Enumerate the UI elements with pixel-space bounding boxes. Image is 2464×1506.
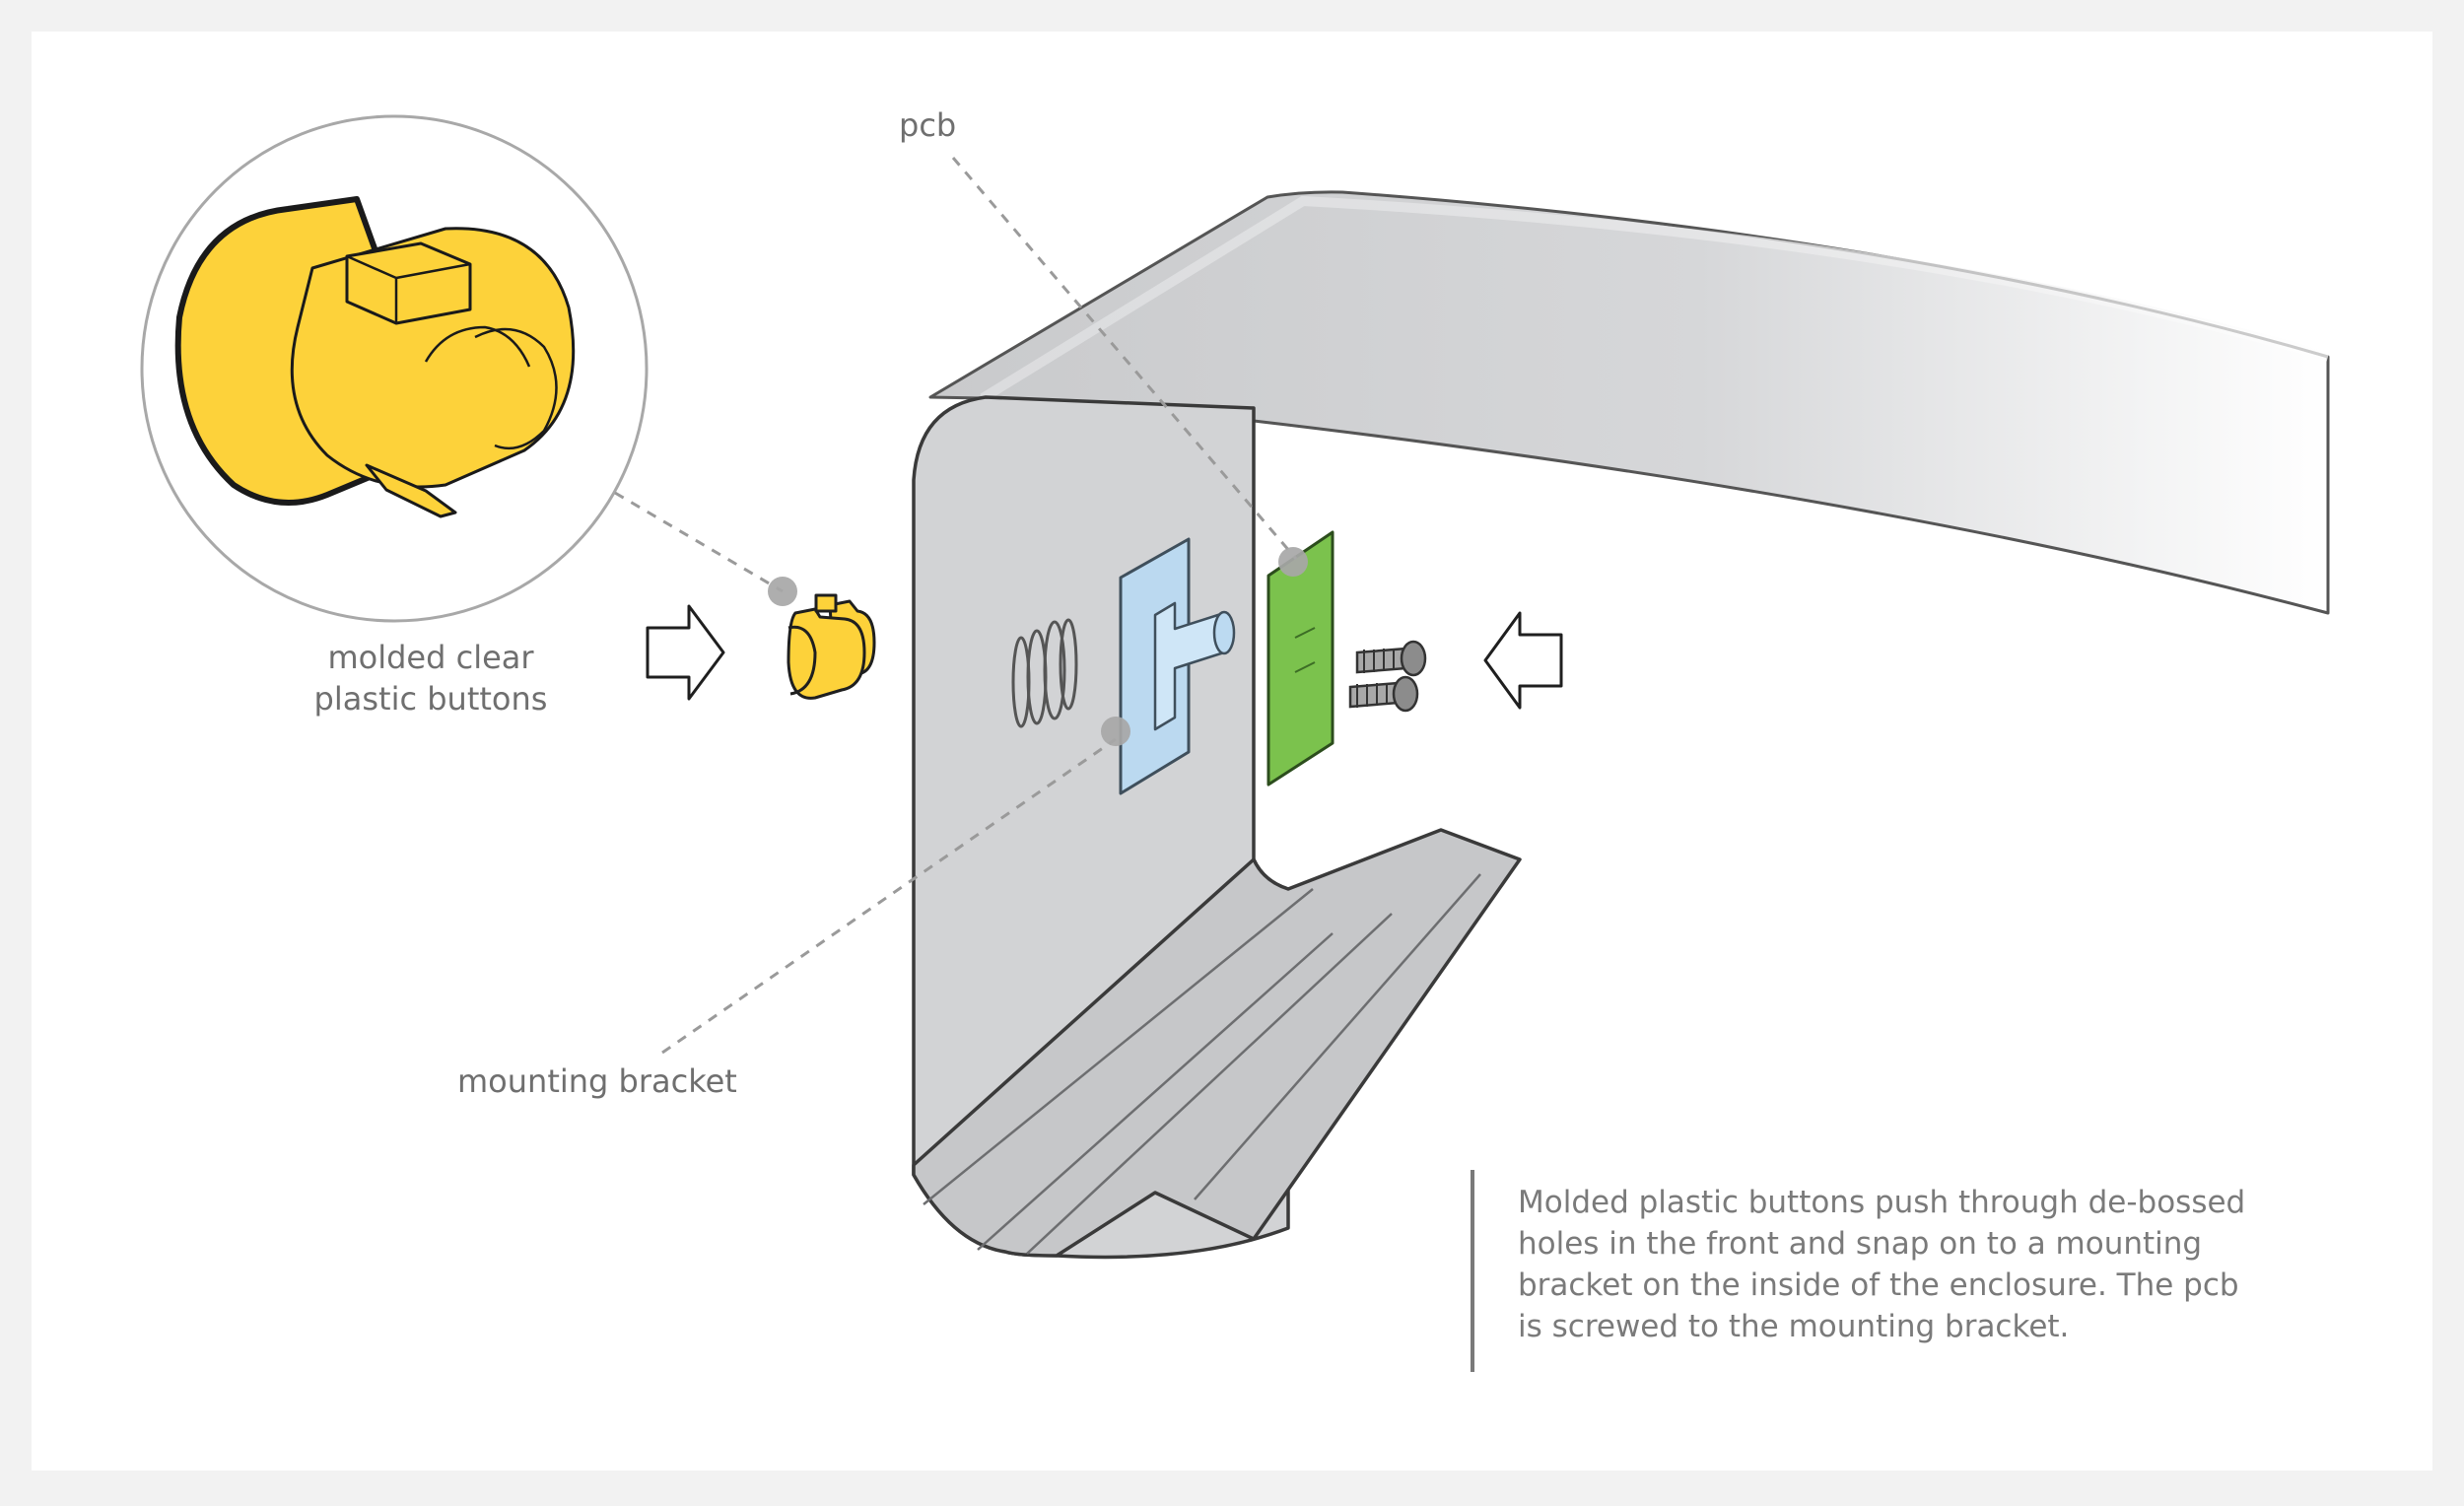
flange-fold-line-2: [977, 932, 1334, 1251]
label-buttons-line2: plastic buttons: [313, 680, 548, 718]
caption-rule: [1471, 1170, 1474, 1372]
large-button-cap: [474, 327, 558, 450]
small-button-tab: [814, 593, 838, 613]
zoom-callout: [140, 114, 649, 623]
pcb-trace: [1294, 627, 1316, 673]
leader-dots: [768, 547, 1308, 746]
mounting-bracket-part: [1119, 537, 1236, 795]
dot-buttons: [768, 577, 797, 606]
debossed-holes: [1011, 618, 1078, 728]
flange-fold-line-4: [1194, 873, 1481, 1200]
large-button: [174, 196, 576, 518]
dot-pcb: [1278, 547, 1308, 577]
large-button-ring: [424, 325, 531, 368]
small-button-front-rim: [787, 625, 817, 696]
small-button-front: [787, 607, 866, 700]
label-buttons-line1: molded clear: [327, 639, 534, 676]
leader-pcb: [951, 157, 1298, 560]
flange-fold-line-1: [923, 888, 1314, 1205]
dot-bracket: [1101, 717, 1130, 746]
pcb-part: [1266, 530, 1335, 787]
bracket-peg-end: [1212, 610, 1236, 655]
small-buttons: [787, 593, 876, 700]
screw-upper: [1355, 640, 1427, 677]
caption-text: Molded plastic buttons push through de-b…: [1518, 1185, 2246, 1344]
large-button-clip: [365, 463, 457, 518]
large-button-tab: [345, 241, 472, 325]
assembly-illustration: [140, 114, 2330, 1260]
leader-lines: [614, 157, 1298, 1055]
label-pcb: pcb: [899, 106, 957, 144]
arrow-left-icon: [1483, 611, 1563, 710]
diagram-panel: molded clear plastic buttons pcb mountin…: [32, 32, 2432, 1471]
leader-buttons: [614, 491, 784, 593]
enclosure: [912, 190, 2330, 1260]
screw-lower: [1348, 675, 1419, 713]
enclosure-top-edge: [980, 195, 2330, 403]
label-mounting-bracket: mounting bracket: [457, 1062, 737, 1100]
arrow-right-icon: [646, 604, 725, 701]
screws: [1348, 640, 1427, 713]
flange-fold-line-3: [1026, 913, 1393, 1255]
label-molded-clear-plastic-buttons: molded clear plastic buttons: [229, 637, 633, 719]
large-button-tab-edge: [346, 254, 471, 323]
pcb-board: [1266, 530, 1335, 787]
